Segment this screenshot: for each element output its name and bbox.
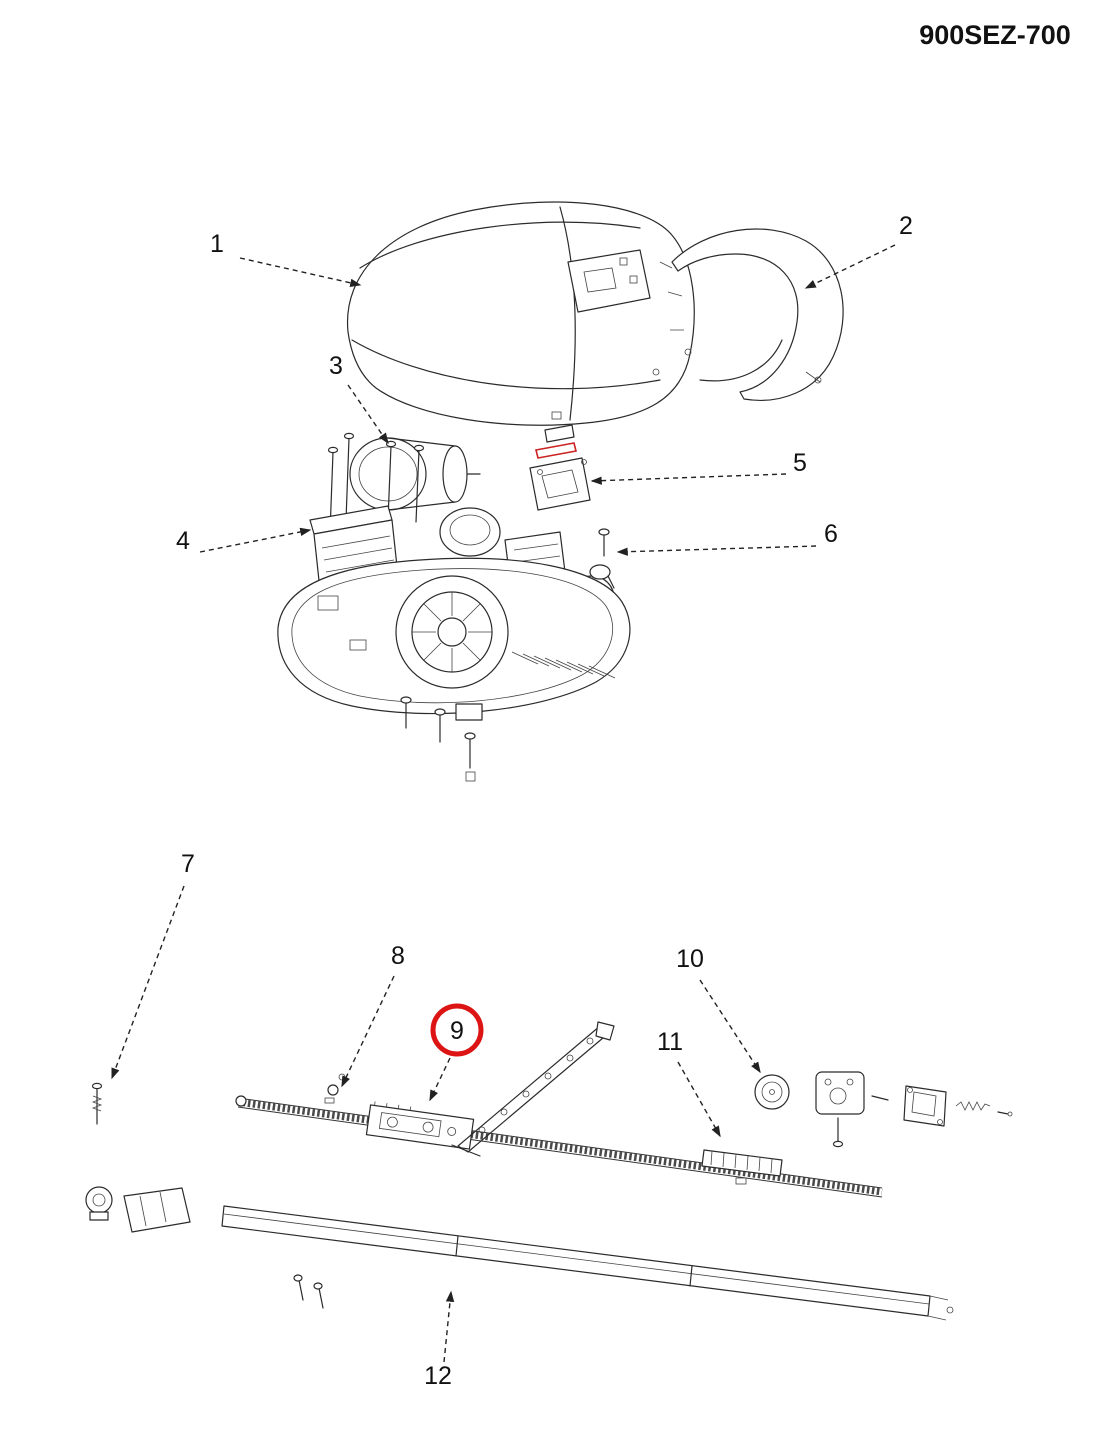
part-callout-5: 5 [793,449,807,477]
callout-labels: 900SEZ-700 1 2 3 4 5 6 7 8 9 10 11 12 [176,20,1071,1390]
head-assembly-art [277,201,844,782]
bracket-drawing [529,411,591,511]
leader-lines [111,244,896,1363]
part-callout-12: 12 [424,1362,452,1390]
page-title: 900SEZ-700 [919,20,1071,50]
carriage-drawing [365,1101,475,1150]
motor-drawing [327,432,481,561]
part-callout-3: 3 [329,352,343,380]
lens-cover-drawing [671,228,844,401]
chassis-plate-drawing [277,557,631,782]
part-callout-2: 2 [899,212,913,240]
fastener-drawing [324,1073,346,1104]
part-callout-11: 11 [657,1028,683,1056]
part-callout-8: 8 [391,942,405,970]
part-callout-9: 9 [450,1017,464,1045]
part-callout-4: 4 [176,527,190,555]
trolley-parts-drawing [85,1082,191,1233]
pulley-hardware-drawing [754,1071,1013,1148]
part-callout-6: 6 [824,520,838,548]
door-arm-drawing [457,1021,615,1153]
chain-drawing [235,1095,883,1198]
fan-shroud-drawing [439,507,501,557]
part-9-highlight-circle [430,1003,484,1057]
chain-connector-drawing [701,1149,783,1185]
main-cover-drawing [346,201,695,426]
part-callout-10: 10 [676,945,704,973]
rail-assembly-art [85,1021,1013,1321]
part-callout-7: 7 [181,850,195,878]
rail-drawing [221,1205,954,1321]
part-callout-1: 1 [210,230,224,258]
